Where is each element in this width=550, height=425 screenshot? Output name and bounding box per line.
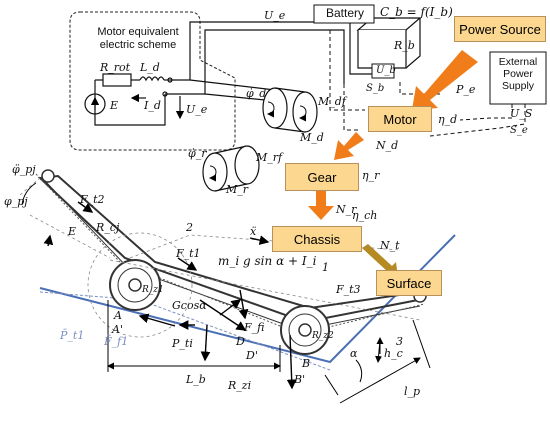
cb-label: C_b = f(I_b) [380, 5, 453, 19]
sb-label: S_b [366, 83, 385, 94]
rrot-label: R_rot [100, 61, 131, 74]
se-label: S_e [510, 125, 528, 136]
phi-d-label: φ̇_d [246, 87, 267, 100]
d-prime-label: D' [246, 349, 258, 362]
eta-d-label: η_d [438, 113, 458, 126]
motor-cylinder [262, 87, 318, 133]
battery-label: Battery [325, 6, 364, 20]
x-dd-label: ẍ [250, 225, 257, 238]
ff1-label: F̄_f1 [104, 335, 129, 348]
ld-label: L_d [140, 61, 160, 74]
mrf-label: M_rf [256, 151, 283, 164]
ue-motor-label: U_e [186, 103, 208, 116]
motor-scheme-title: Motor equivalent electric scheme [97, 26, 179, 51]
nr-label: N_r [336, 203, 357, 216]
wheel-right [280, 305, 330, 355]
b-prime-label: B' [294, 373, 306, 386]
mr-label: M_r [226, 183, 249, 196]
us-label: U_S [510, 107, 533, 120]
ft2-label: F_t2 [80, 193, 105, 206]
rz2-label: R_z2 [312, 331, 334, 341]
track-dotted [35, 173, 425, 335]
rb-label: R_b [394, 39, 415, 52]
alpha-label: α [350, 347, 358, 360]
gcos-label: Gcosα [172, 299, 207, 312]
b-label: B [302, 357, 311, 370]
rz1-label: R_z1 [142, 285, 164, 295]
nt-label: N_t [380, 239, 400, 252]
chassis-surface-arrow [362, 244, 398, 278]
a-prime-label: A' [112, 323, 123, 336]
rzi-label: R_zi [228, 379, 252, 392]
ub-label: U_b [376, 65, 396, 76]
e-source-label: E [110, 99, 119, 112]
lb-label: L_b [186, 373, 206, 386]
external-power-label: External Power Supply [498, 56, 538, 93]
surface-box: Surface [376, 270, 442, 296]
mdf-label: M_df [318, 95, 346, 108]
motor-gear-arrow [334, 132, 364, 160]
external-power-box [489, 51, 547, 105]
ft1-label: F_t1 [176, 247, 201, 260]
ft3-label: F_t3 [336, 283, 361, 296]
phi-pj-dd-label: φ̈_pj [12, 163, 36, 176]
phi-pj-label: φ_pj [4, 195, 28, 208]
wheel-left [109, 259, 161, 311]
lp-label: l_p [404, 385, 421, 398]
nd-label: N_d [376, 139, 399, 152]
gear-cylinder [202, 145, 260, 192]
md-label: M_d [300, 131, 324, 144]
phi-r-label: φ̇_r [188, 147, 207, 160]
a-label: A [114, 309, 122, 322]
eta-ch-label: η_ch [352, 209, 378, 222]
hc-label: h_c [384, 347, 403, 360]
gear-chassis-arrow [308, 190, 334, 220]
circuit [84, 73, 185, 126]
power-arrow [412, 50, 478, 110]
power-source-box: Power Source [454, 16, 546, 42]
eta-r-label: η_r [362, 169, 380, 182]
equation-label: m_i g sin α + I_i [218, 254, 317, 268]
e-point-label: E [68, 225, 77, 238]
number-3-label: 3 [396, 335, 403, 348]
number-1-label: 1 [322, 261, 329, 274]
ue-label: U_e [264, 9, 286, 22]
fr-label: F_fi [244, 321, 265, 334]
number-2-label: 2 [186, 221, 193, 234]
motor-box: Motor [368, 106, 432, 132]
pe-label: P_e [456, 83, 476, 96]
chassis-box: Chassis [272, 226, 362, 252]
id-label: I_d [144, 99, 161, 112]
p1-label: P̄_t1 [60, 329, 85, 342]
motor-scheme-frame [69, 11, 236, 151]
gear-box: Gear [285, 163, 359, 191]
d-label: D [236, 335, 245, 348]
rcj-label: R_cj [96, 221, 120, 234]
pt-label: P_ti [172, 337, 193, 350]
